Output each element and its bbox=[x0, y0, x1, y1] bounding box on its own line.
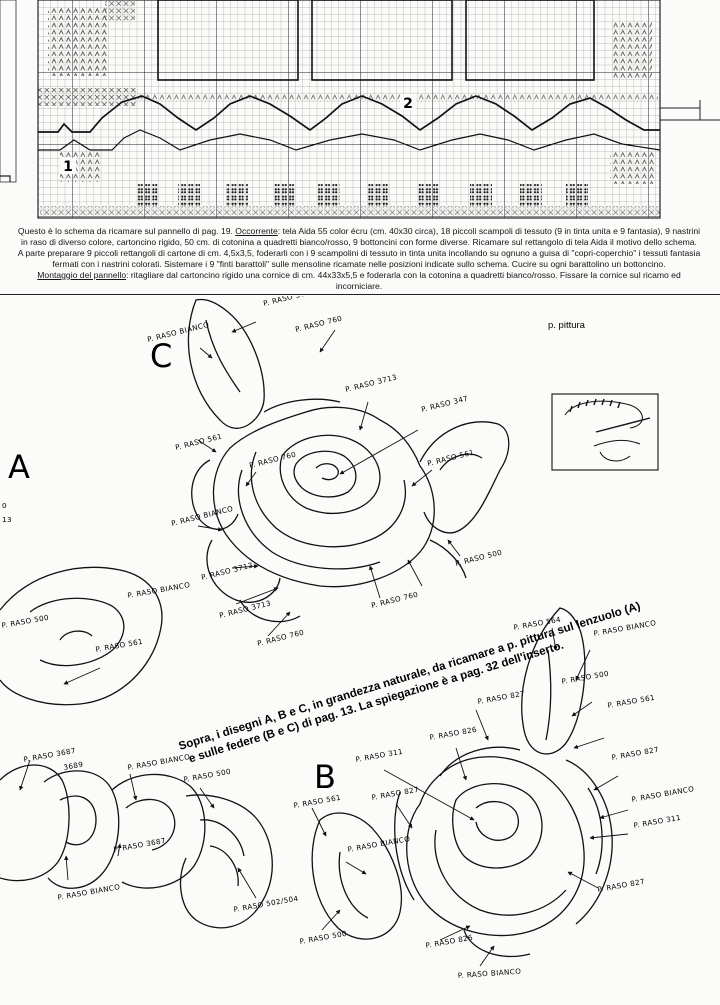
instructions-paragraph-3: Montaggio del pannello: ritagliare dal c… bbox=[14, 270, 704, 292]
label-a-raso-bianco-2: P. RASO BIANCO bbox=[127, 752, 191, 772]
label-b-raso-311-l: P. RASO 311 bbox=[355, 747, 404, 764]
label-a-raso-500-b: P. RASO 500 bbox=[183, 767, 232, 784]
label-b-raso-827-br: P. RASO 827 bbox=[597, 877, 646, 894]
label-a-raso-bianco-1: P. RASO BIANCO bbox=[127, 580, 191, 600]
label-b-raso-827-r: P. RASO 827 bbox=[611, 745, 660, 762]
design-letter-a: A bbox=[8, 448, 30, 486]
chart-svg: 1 2 bbox=[0, 0, 720, 219]
chart-symbols-bottom bbox=[40, 150, 660, 216]
designs-svg: p. pittura C A B bbox=[0, 288, 695, 980]
chart-symbols-top bbox=[38, 0, 658, 106]
label-c-raso-760-bottom: P. RASO 760 bbox=[370, 590, 419, 610]
label-b-raso-827-top: P. RASO 827 bbox=[477, 689, 526, 706]
design-c-outline bbox=[187, 298, 510, 623]
label-c-raso-3713-mid: P. RASO 3713 bbox=[200, 560, 254, 582]
label-a-raso-bianco-3: P. RASO BIANCO bbox=[57, 882, 121, 902]
label-a-edge-a: 13 bbox=[2, 515, 12, 524]
label-b-raso-bianco-bottom: P. RASO BIANCO bbox=[458, 967, 522, 980]
label-c-raso-760-top: P. RASO 760 bbox=[294, 314, 343, 334]
instructions-intro: Questo è lo schema da ricamare sul panne… bbox=[17, 226, 236, 236]
design-c-labels: P. RASO 500 P. RASO 760 P. RASO 3713 P. … bbox=[146, 288, 503, 648]
label-b-raso-561-tr: P. RASO 561 bbox=[607, 693, 656, 710]
label-a-raso-3687-b: P. RASO 3687 bbox=[113, 836, 167, 854]
caption-line-2: e sulle federe (B e C) di pag. 13. La sp… bbox=[187, 639, 565, 766]
instructions-assembly-label: Montaggio del pannello bbox=[37, 270, 127, 280]
cross-stitch-chart: 1 2 bbox=[0, 0, 720, 240]
instructions-paragraph-2: A parte preparare 9 piccoli rettangoli d… bbox=[17, 248, 701, 269]
design-a-arrows bbox=[19, 667, 257, 899]
label-c-raso-bianco-top: P. RASO BIANCO bbox=[146, 320, 210, 344]
left-frame bbox=[0, 0, 17, 183]
design-letter-b: B bbox=[314, 758, 336, 796]
design-c-arrows bbox=[197, 321, 461, 637]
label-c-raso-3713-top: P. RASO 3713 bbox=[344, 372, 398, 394]
label-b-raso-311-r: P. RASO 311 bbox=[633, 813, 682, 830]
chart-inner-line bbox=[38, 129, 661, 151]
legend-frame bbox=[551, 393, 659, 471]
label-b-raso-bianco-r: P. RASO BIANCO bbox=[631, 784, 695, 804]
label-b-raso-500-l: P. RASO 500 bbox=[299, 929, 348, 946]
label-b-raso-826-top: P. RASO 826 bbox=[429, 725, 478, 742]
design-a-outline bbox=[0, 566, 273, 929]
label-a-edge-b: 0 bbox=[2, 501, 7, 510]
chart-scallop-line bbox=[38, 95, 660, 133]
label-a-raso-561: P. RASO 561 bbox=[95, 637, 144, 654]
label-a-raso-3689: 3689 bbox=[63, 760, 84, 772]
label-c-raso-500-top: P. RASO 500 bbox=[262, 296, 311, 308]
instructions-materials-label: Occorrente bbox=[235, 226, 278, 236]
instructions-materials: : tela Aida 55 color écru (cm. 40x30 cir… bbox=[21, 226, 701, 247]
section-divider bbox=[0, 294, 720, 295]
instructions-paragraph-1: Questo è lo schema da ricamare sul panne… bbox=[14, 226, 704, 248]
instructions-assembly: : ritagliare dal cartoncino rigido una c… bbox=[126, 270, 681, 291]
label-a-raso-500: P. RASO 500 bbox=[1, 613, 50, 630]
label-c-raso-561-left: P. RASO 561 bbox=[174, 432, 223, 452]
label-c-raso-561-right: P. RASO 561 bbox=[426, 448, 475, 468]
label-b-raso-827-l: P. RASO 827 bbox=[371, 785, 420, 802]
label-c-raso-500-right: P. RASO 500 bbox=[454, 548, 503, 568]
design-b-arrows bbox=[311, 627, 629, 967]
chart-marker-1: 1 bbox=[63, 159, 73, 175]
instructions-block: Questo è lo schema da ricamare sul panne… bbox=[14, 226, 704, 292]
chart-marker-2: 2 bbox=[403, 96, 413, 112]
label-c-raso-bianco-mid: P. RASO BIANCO bbox=[170, 504, 234, 528]
label-c-raso-347: P. RASO 347 bbox=[420, 394, 469, 414]
design-b-outline bbox=[311, 607, 613, 958]
legend-title: p. pittura bbox=[548, 320, 586, 331]
chart-grid bbox=[37, 0, 661, 219]
design-letter-c: C bbox=[150, 337, 172, 375]
label-c-raso-760-low: P. RASO 760 bbox=[256, 628, 305, 648]
chart-shelves bbox=[157, 0, 595, 81]
legend-pittura: p. pittura bbox=[548, 320, 659, 471]
embroidery-designs: p. pittura C A B bbox=[0, 288, 720, 1000]
label-a-raso-502-504: P. RASO 502/504 bbox=[233, 894, 299, 914]
